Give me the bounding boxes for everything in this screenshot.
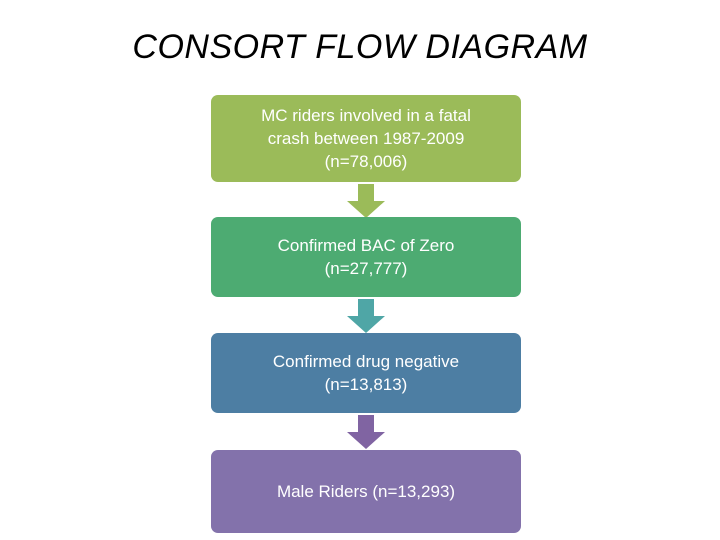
- page-title: CONSORT FLOW DIAGRAM: [132, 28, 588, 66]
- flow-node-confirmed-drug-negative: Confirmed drug negative (n=13,813): [211, 333, 521, 413]
- flow-node-fatal-crash-riders: MC riders involved in a fatal crash betw…: [211, 95, 521, 182]
- flow-node-confirmed-bac-zero: Confirmed BAC of Zero (n=27,777): [211, 217, 521, 297]
- down-arrow-icon: [347, 299, 385, 333]
- flow-node-label: Confirmed drug negative (n=13,813): [272, 352, 460, 394]
- flow-node-label: MC riders involved in a fatal crash betw…: [261, 106, 471, 171]
- flow-node-label: Confirmed BAC of Zero (n=27,777): [277, 236, 455, 278]
- flow-node-male-riders: Male Riders (n=13,293): [211, 450, 521, 533]
- flow-node-label: Male Riders (n=13,293): [276, 482, 456, 501]
- down-arrow-icon: [347, 184, 385, 218]
- down-arrow-icon: [347, 415, 385, 449]
